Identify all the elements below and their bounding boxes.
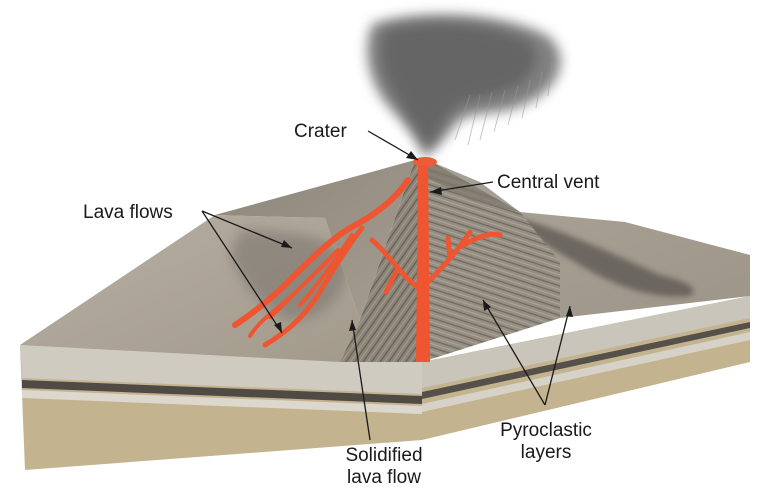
crater-label: Crater: [294, 121, 347, 142]
central-vent-label: Central vent: [497, 172, 600, 193]
pyroclastic-label-line1: Pyroclastic: [500, 420, 592, 441]
cone-left-section: [340, 160, 422, 362]
cone-left-flank: [215, 160, 415, 320]
dikes: [369, 229, 503, 295]
block-right-side: [422, 296, 750, 440]
ash-deposit-right: [520, 218, 694, 297]
solidified-label-line2: lava flow: [347, 467, 421, 488]
pyroclastic-label-line2: layers: [520, 442, 572, 463]
leader-arrowheads: [274, 151, 573, 333]
block-left-side: [20, 345, 422, 470]
cone-right-section: [422, 162, 560, 362]
lava-flows-label: Lava flows: [83, 202, 173, 223]
pyroclastic-layers-label: Pyroclastic layers: [484, 420, 608, 464]
solidified-label-line1: Solidified: [345, 445, 423, 466]
crater-rim: [413, 157, 437, 167]
solidified-lava-flow-label: Solidified lava flow: [332, 445, 436, 489]
central-vent: [416, 165, 430, 362]
lava-flows: [232, 177, 411, 348]
ash-plume: [367, 14, 561, 159]
